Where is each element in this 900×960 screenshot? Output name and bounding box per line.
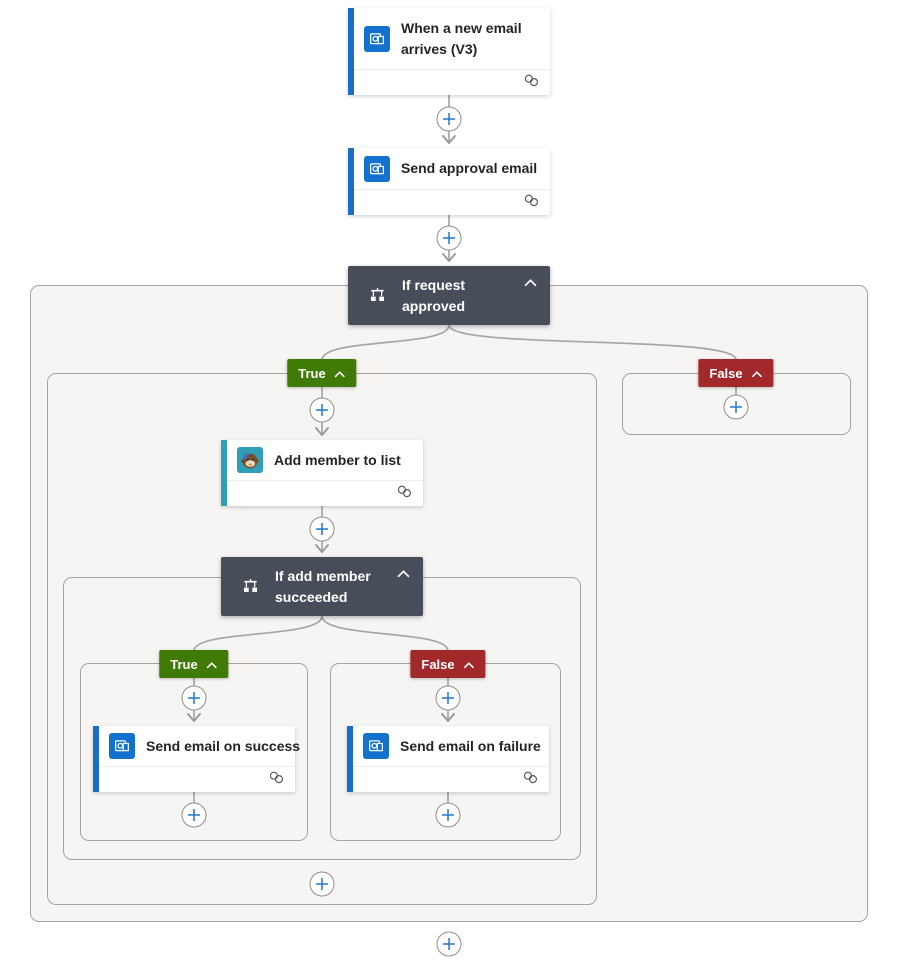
link-icon [523,73,540,93]
insert-step-button[interactable] [435,685,461,711]
outlook-icon [364,25,390,52]
link-icon [522,770,539,790]
chevron-up-icon[interactable] [524,279,537,287]
outlook-icon [109,733,135,759]
insert-step-button[interactable] [436,225,462,251]
card-title: Add member to list [274,451,401,468]
add-action-button[interactable] [435,802,461,828]
add-action-button[interactable] [436,931,462,957]
action-card-add-member-to-list[interactable]: Add member to list [221,440,423,506]
condition-card-if-add-member-succeeded[interactable]: If add member succeeded [221,557,423,616]
action-card-send-email-on-failure[interactable]: Send email on failure [347,726,549,792]
add-action-button[interactable] [723,394,749,420]
chevron-up-icon[interactable] [397,570,410,578]
card-title: Send email on success [146,737,301,754]
condition-title: If add member succeeded [275,567,371,605]
chevron-up-icon[interactable] [335,366,346,381]
link-icon [268,770,285,790]
insert-step-button[interactable] [181,685,207,711]
insert-step-button[interactable] [309,516,335,542]
card-accent-bar [221,440,227,506]
trigger-card[interactable]: When a new email arrives (V3) [348,8,550,95]
branch-label: True [170,656,198,672]
card-accent-bar [347,726,353,792]
card-title: Send email on failure [400,737,541,754]
chevron-up-icon[interactable] [751,366,763,381]
add-action-button[interactable] [181,802,207,828]
condition-card-if-request-approved[interactable]: If request approved [348,266,550,325]
outlook-icon [363,733,389,759]
card-accent-bar [348,8,354,95]
condition-icon [368,287,387,304]
insert-step-button[interactable] [309,397,335,423]
link-icon [523,193,540,213]
add-action-button[interactable] [309,871,335,897]
insert-step-button[interactable] [436,106,462,132]
chevron-up-icon[interactable] [463,657,475,672]
link-icon [396,484,413,504]
mailchimp-icon [237,447,263,473]
branch-label: True [298,365,326,381]
branch-badge-true[interactable]: True [287,359,357,387]
condition-icon [241,578,260,595]
chevron-up-icon[interactable] [207,657,218,672]
condition-title: If request approved [402,276,466,314]
card-accent-bar [93,726,99,792]
branch-label: False [421,656,455,672]
branch-badge-true-inner[interactable]: True [159,650,229,678]
action-card-send-approval-email[interactable]: Send approval email [348,148,550,215]
action-card-send-email-on-success[interactable]: Send email on success [93,726,300,792]
branch-label: False [709,365,743,381]
outlook-icon [364,155,390,182]
branch-badge-false[interactable]: False [698,359,774,387]
card-title: When a new email arrives (V3) [401,20,522,57]
card-accent-bar [348,148,354,215]
branch-badge-false-inner[interactable]: False [410,650,486,678]
card-title: Send approval email [401,160,538,177]
